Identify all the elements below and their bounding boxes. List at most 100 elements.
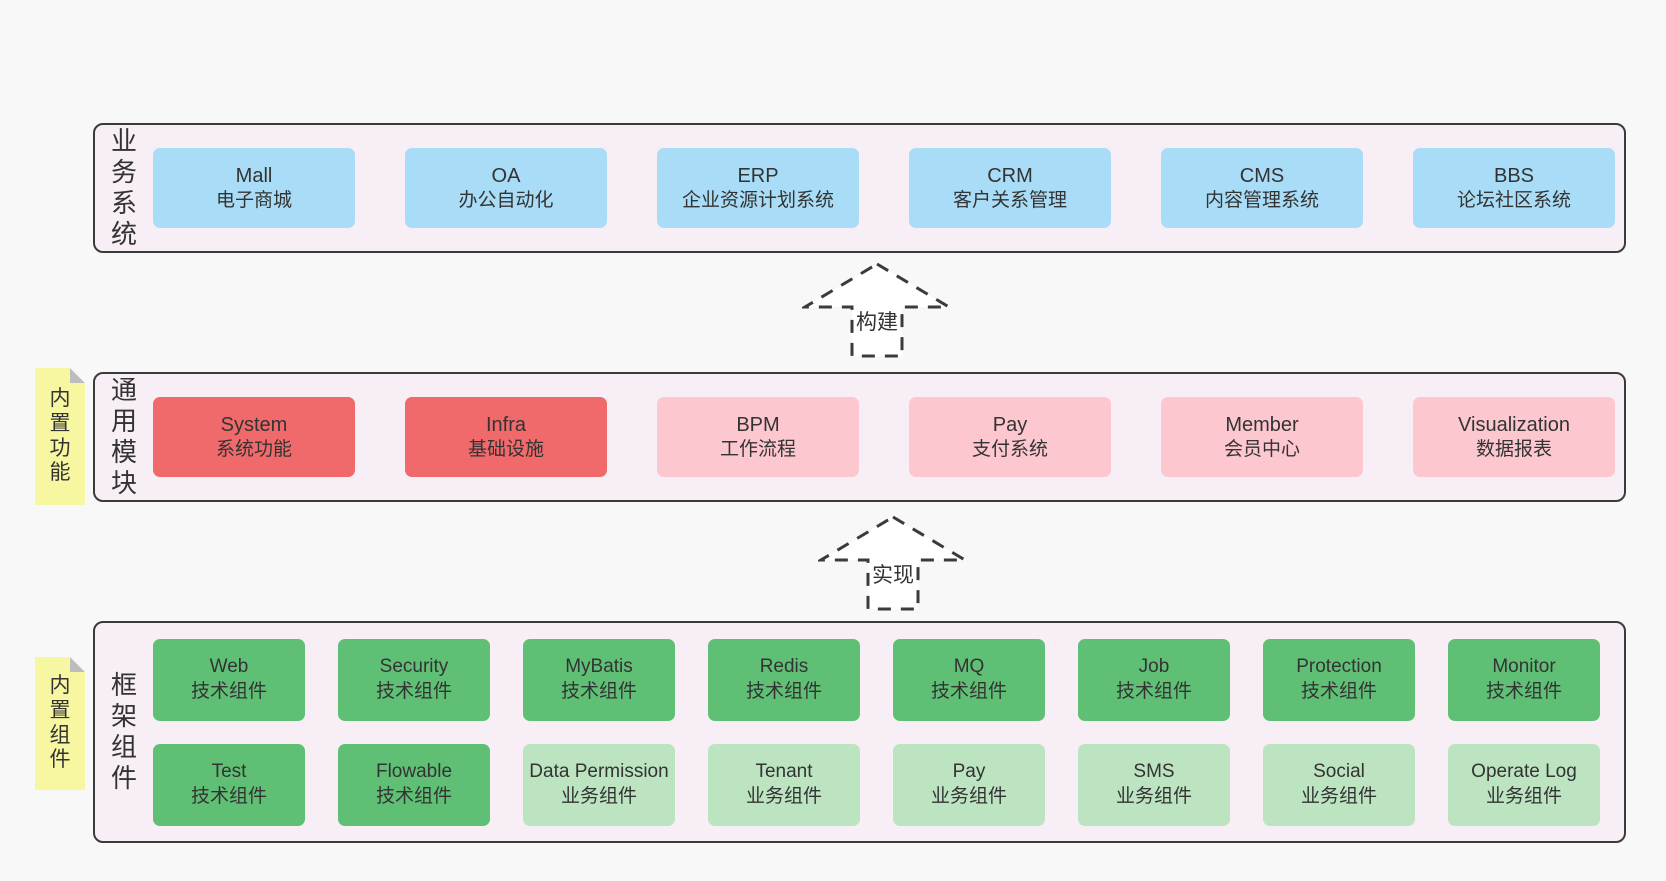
box-subtitle: 技术组件 <box>930 680 1007 702</box>
box-title: Protection <box>1296 656 1382 678</box>
layer-common-modules-label: 通用模块 <box>110 374 137 499</box>
layer-framework-components-label: 框架组件 <box>110 669 137 794</box>
build-arrow-label: 构建 <box>856 311 898 334</box>
box-title: Redis <box>759 656 809 678</box>
box-title: Member <box>1225 413 1299 436</box>
implement-arrow-shape <box>818 515 968 611</box>
layer-business-systems-label: 业务系统 <box>110 125 137 250</box>
box-title: CRM <box>987 164 1033 187</box>
box-title: Infra <box>485 413 527 436</box>
box-title: SMS <box>1133 761 1175 783</box>
box-title: Mall <box>235 164 273 187</box>
box-subtitle: 业务组件 <box>1115 785 1192 807</box>
note-fold-icon <box>70 368 85 383</box>
box-subtitle: 电子商城 <box>215 189 292 211</box>
implement-arrow: 实现 <box>818 515 968 611</box>
box-title: Tenant <box>755 761 813 783</box>
box-subtitle: 企业资源计划系统 <box>681 189 834 211</box>
box-subtitle: 技术组件 <box>745 680 822 702</box>
box-subtitle: 技术组件 <box>1485 680 1562 702</box>
sticky-note-builtin-components-text: 内置组件 <box>49 673 71 772</box>
box-title: Pay <box>992 413 1028 436</box>
box-subtitle: 客户关系管理 <box>952 189 1067 211</box>
box-title: CMS <box>1239 164 1285 187</box>
box-title: Social <box>1313 761 1365 783</box>
box-subtitle: 业务组件 <box>1300 785 1377 807</box>
box-subtitle: 工作流程 <box>719 438 796 460</box>
box-subtitle: 技术组件 <box>375 785 452 807</box>
box-title: BPM <box>736 413 780 436</box>
box-title: Security <box>379 656 449 678</box>
box-subtitle: 技术组件 <box>1115 680 1192 702</box>
build-arrow-shape <box>802 262 952 358</box>
box-subtitle: 技术组件 <box>375 680 452 702</box>
box-subtitle: 业务组件 <box>930 785 1007 807</box>
box-subtitle: 技术组件 <box>560 680 637 702</box>
sticky-note-builtin-components: 内置组件 <box>35 657 85 790</box>
box-title: OA <box>491 164 521 187</box>
box-title: Operate Log <box>1471 761 1577 783</box>
box-title: Flowable <box>375 761 453 783</box>
box-title: Test <box>211 761 247 783</box>
box-title: ERP <box>737 164 779 187</box>
note-fold-icon <box>70 657 85 672</box>
box-subtitle: 支付系统 <box>971 438 1048 460</box>
box-subtitle: 会员中心 <box>1223 438 1300 460</box>
sticky-note-builtin-features: 内置功能 <box>35 368 85 505</box>
sticky-note-builtin-features-text: 内置功能 <box>49 386 71 485</box>
box-title: Web <box>209 656 249 678</box>
box-subtitle: 技术组件 <box>190 680 267 702</box>
box-subtitle: 技术组件 <box>190 785 267 807</box>
box-subtitle: 系统功能 <box>215 438 292 460</box>
box-title: System <box>220 413 288 436</box>
box-subtitle: 业务组件 <box>560 785 637 807</box>
box-title: Visualization <box>1458 413 1570 436</box>
layer-business-systems-label-wrap: 业务系统 <box>95 125 153 251</box>
layer-framework-components-label-wrap: 框架组件 <box>95 623 153 841</box>
layer-common-modules-label-wrap: 通用模块 <box>95 374 153 500</box>
box-title: MyBatis <box>565 656 633 678</box>
box-title: Monitor <box>1492 656 1556 678</box>
box-subtitle: 数据报表 <box>1475 438 1552 460</box>
box-subtitle: 论坛社区系统 <box>1456 189 1571 211</box>
box-subtitle: 业务组件 <box>1485 785 1562 807</box>
box-title: Pay <box>952 761 986 783</box>
box-subtitle: 技术组件 <box>1300 680 1377 702</box>
box-subtitle: 办公自动化 <box>458 189 554 211</box>
build-arrow: 构建 <box>802 262 952 358</box>
box-subtitle: 业务组件 <box>745 785 822 807</box>
